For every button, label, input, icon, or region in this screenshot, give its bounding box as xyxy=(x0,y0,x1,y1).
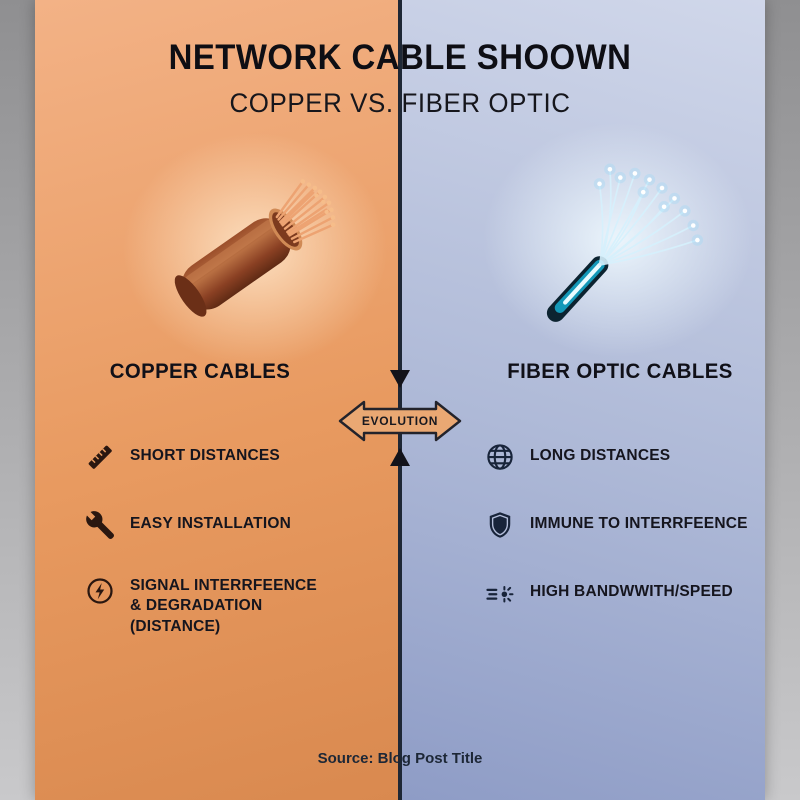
page-subtitle: COPPER VS. FIBER OPTIC xyxy=(229,88,571,118)
shield-icon xyxy=(485,510,515,540)
evolution-badge: EVOLUTION xyxy=(338,399,462,443)
divider-line xyxy=(398,0,402,800)
list-item: EASY INSTALLATION xyxy=(85,508,407,541)
feature-label: HIGH BANDWWITH/SPEED xyxy=(530,583,733,601)
copper-heading: COPPER CABLES xyxy=(109,360,291,383)
feature-label: SHORT DISTANCES xyxy=(130,447,280,465)
feature-label: SIGNAL INTERRFEENCE & DEGRADATION (DISTA… xyxy=(130,577,317,635)
list-item: HIGH BANDWWITH/SPEED xyxy=(485,576,765,609)
ruler-icon xyxy=(85,442,115,472)
fiber-feature-list: LONG DISTANCES IMMUNE TO INTERRFEENCE xyxy=(485,440,765,644)
source-caption: Source: Blog Post Title xyxy=(317,750,483,767)
list-item: SHORT DISTANCES xyxy=(85,440,407,473)
list-item: LONG DISTANCES xyxy=(485,440,765,473)
speed-icon xyxy=(485,578,515,608)
feature-label: LONG DISTANCES xyxy=(530,447,671,465)
copper-feature-list: SHORT DISTANCES EASY INSTALLATION SIGNAL… xyxy=(85,440,407,672)
page-title: NETWORK CABLE SHOOWN xyxy=(168,38,632,77)
fiber-optic-cable-illustration xyxy=(487,138,737,344)
arrow-up-icon xyxy=(390,448,410,466)
evolution-label: EVOLUTION xyxy=(361,414,439,428)
feature-label: IMMUNE TO INTERRFEENCE xyxy=(530,515,748,533)
arrow-down-icon xyxy=(390,370,410,388)
copper-cable-illustration xyxy=(133,148,377,350)
globe-icon xyxy=(485,442,515,472)
signal-interference-icon xyxy=(85,576,115,606)
fiber-heading: FIBER OPTIC CABLES xyxy=(507,360,733,383)
list-item: IMMUNE TO INTERRFEENCE xyxy=(485,508,765,541)
comparison-card: NETWORK CABLE SHOOWN COPPER VS. FIBER OP… xyxy=(35,0,765,800)
wrench-icon xyxy=(85,510,115,540)
feature-label: EASY INSTALLATION xyxy=(130,515,291,533)
list-item: SIGNAL INTERRFEENCE & DEGRADATION (DISTA… xyxy=(85,576,407,637)
